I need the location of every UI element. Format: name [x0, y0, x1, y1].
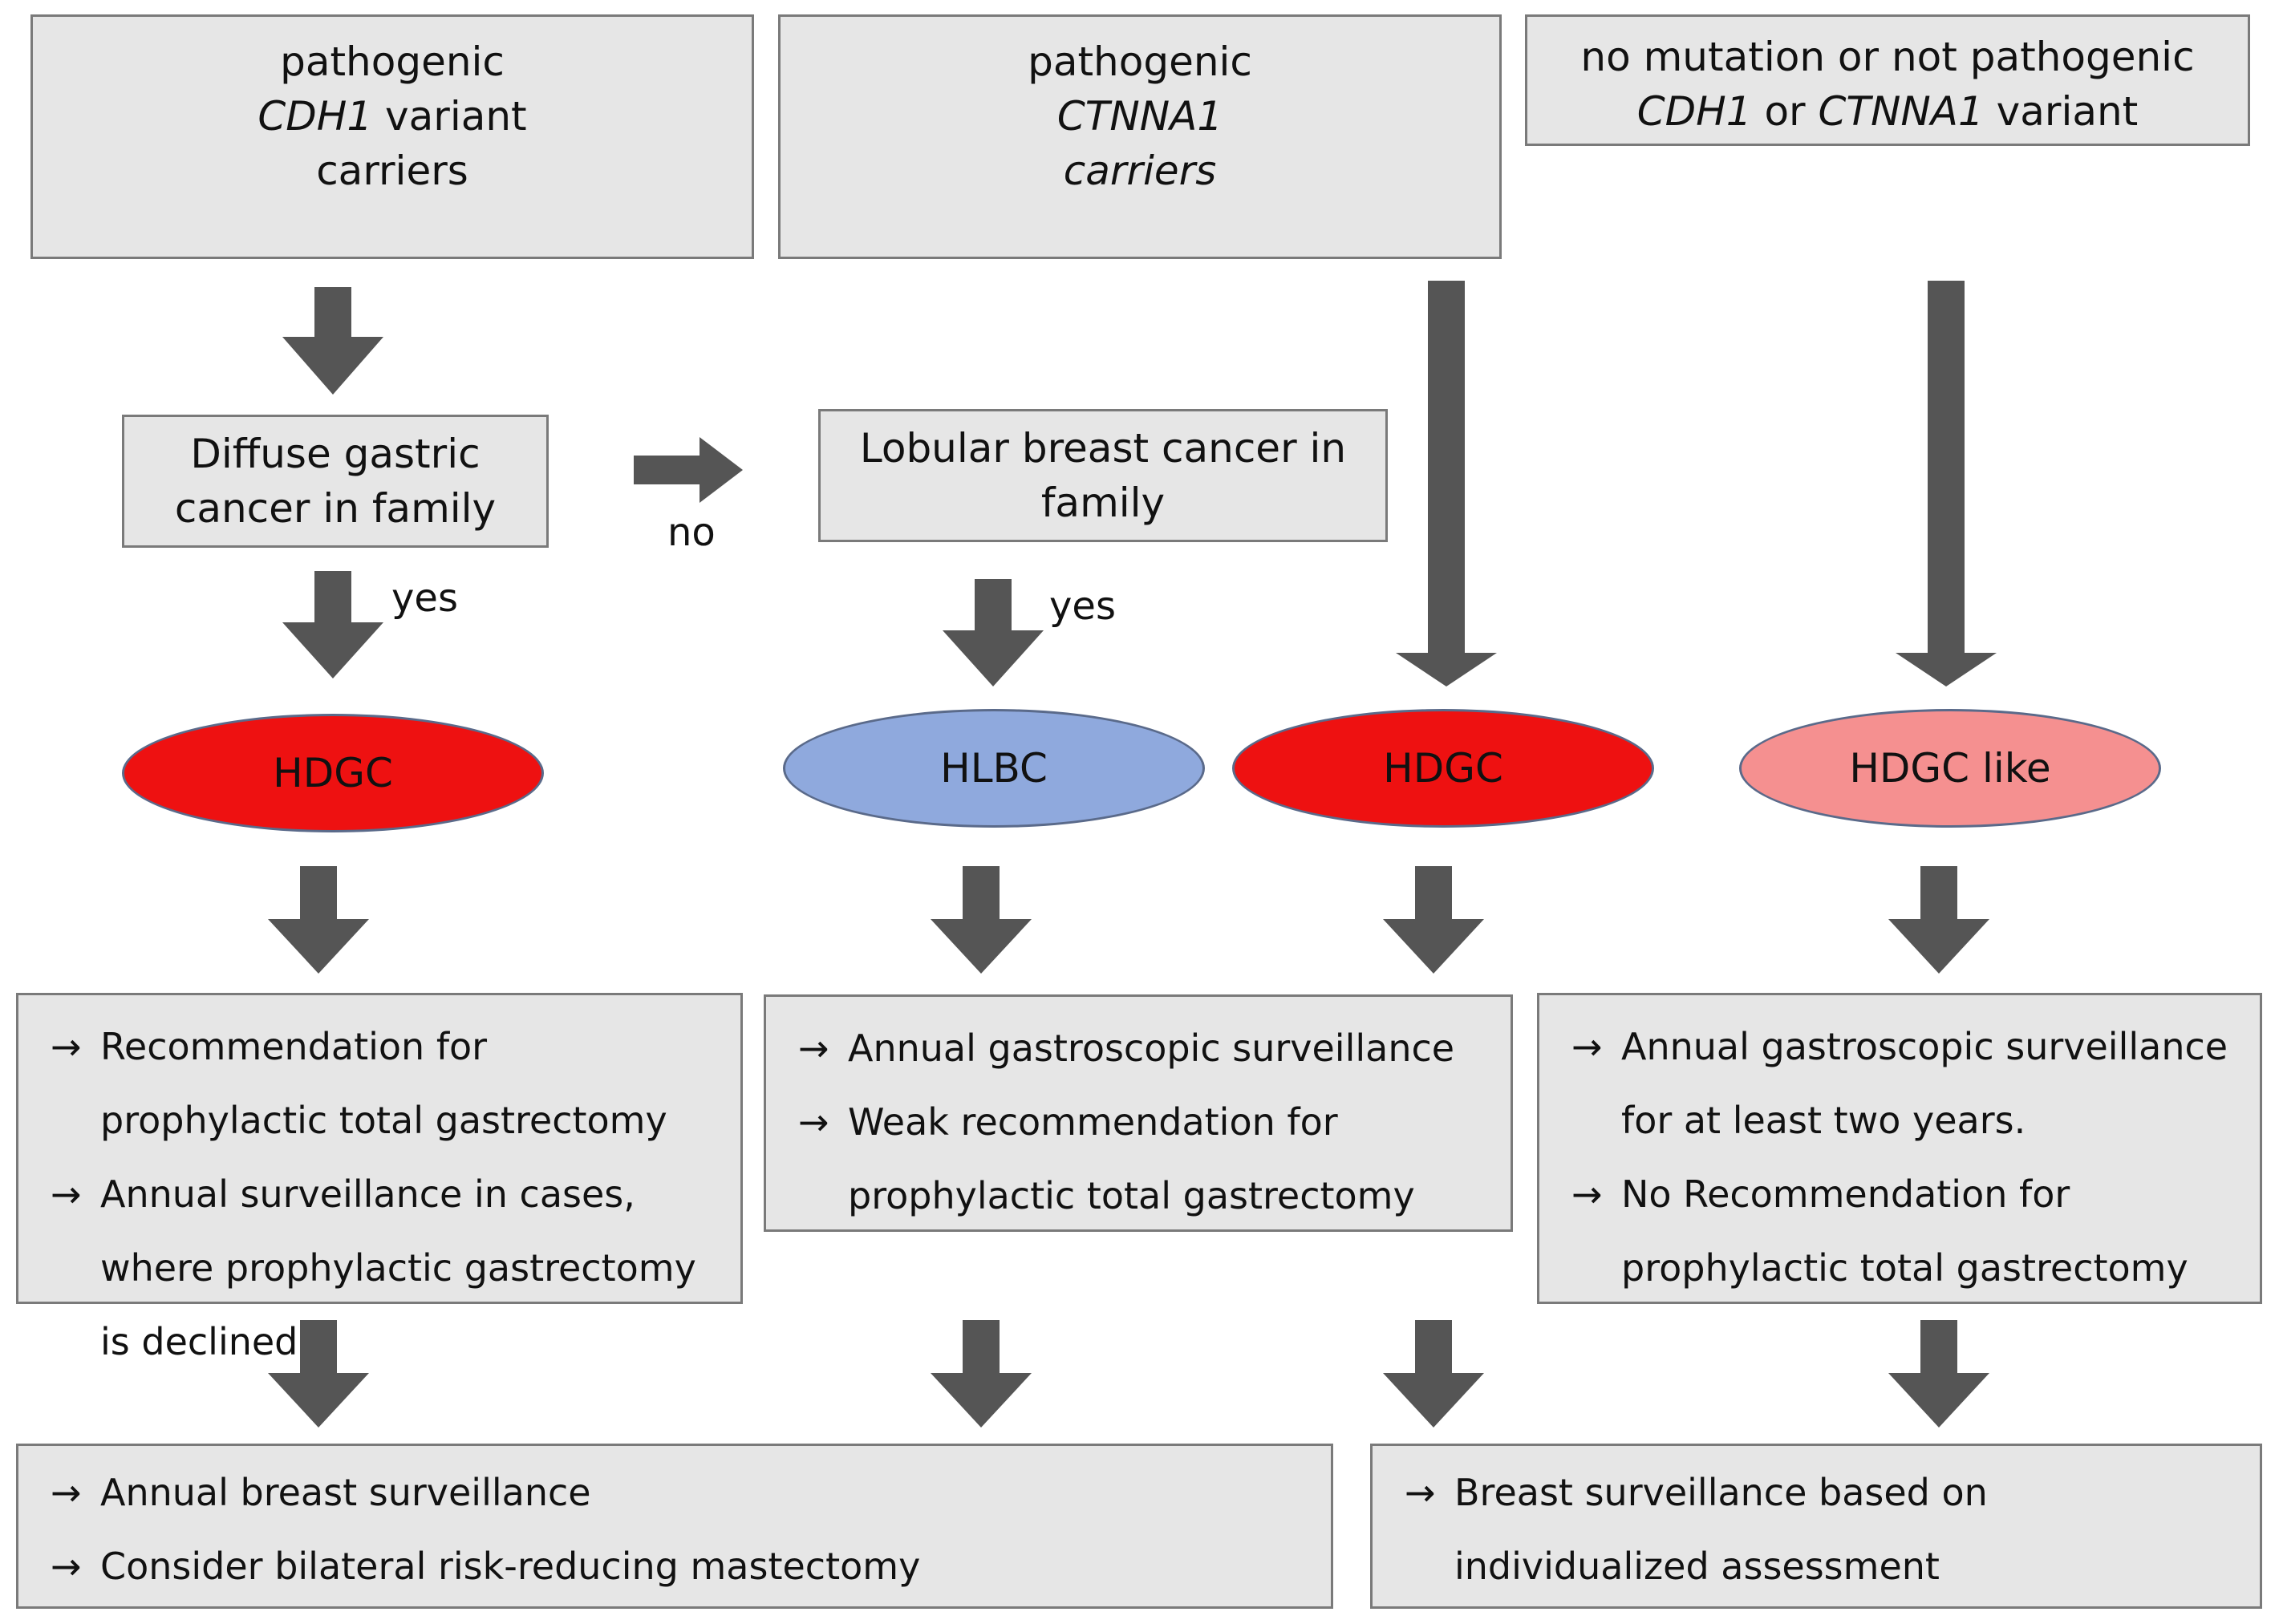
cdh1-line2: CDH1 variant: [258, 89, 526, 144]
no-mutation-cdh1: CDH1: [1636, 88, 1752, 135]
hdgc-like-label: HDGC like: [1849, 745, 2051, 792]
yes-label-left: yes: [391, 576, 458, 621]
list-item: → Annual surveillance in cases, where pr…: [51, 1157, 724, 1379]
recommendation-box-right: → Annual gastroscopic surveillance for a…: [1537, 993, 2262, 1304]
right-arrow-icon: →: [51, 1172, 82, 1216]
block-arrow-right-icon: [634, 437, 743, 503]
no-label: no: [667, 510, 716, 555]
recommendation-left-2: Annual surveillance in cases, where prop…: [100, 1172, 696, 1363]
recommendation-box-left: → Recommendation for prophylactic total …: [16, 993, 743, 1363]
recommendation-right-2: No Recommendation for prophylactic total…: [1621, 1172, 2188, 1290]
recommendation-left-1: Recommendation for prophylactic total ga…: [100, 1025, 667, 1142]
right-arrow-icon: →: [1571, 1025, 1603, 1068]
ctnna1-gene: CTNNA1: [1056, 93, 1223, 140]
list-item: → Annual gastroscopic surveillance for a…: [1571, 1010, 2244, 1157]
breast-right-1: Breast surveillance based on individuali…: [1454, 1471, 1988, 1588]
lobular-breast-label: Lobular breast cancer in family: [859, 425, 1347, 526]
diffuse-gastric-box: Diffuse gastric cancer in family: [122, 415, 549, 548]
list-item: → Recommendation for prophylactic total …: [51, 1010, 724, 1157]
lobular-breast-box: Lobular breast cancer in family: [818, 409, 1388, 542]
block-arrow-down-icon: [1383, 1320, 1484, 1428]
ctnna1-carriers-box: pathogenic CTNNA1 carriers: [778, 14, 1502, 259]
block-arrow-down-icon: [931, 866, 1032, 974]
right-arrow-icon: →: [51, 1025, 82, 1068]
ctnna1-carriers: carriers: [1063, 148, 1217, 194]
right-arrow-icon: →: [51, 1545, 82, 1588]
no-mutation-box: no mutation or not pathogenic CDH1 or CT…: [1525, 14, 2250, 146]
cdh1-line1: pathogenic: [280, 38, 505, 85]
cdh1-line3: carriers: [316, 148, 468, 194]
no-mutation-variant: variant: [1983, 88, 2139, 135]
block-arrow-down-icon: [1888, 1320, 1989, 1428]
no-mutation-line2: CDH1 or CTNNA1 variant: [1637, 84, 2139, 139]
block-arrow-down-icon: [943, 579, 1044, 686]
block-arrow-down-icon: [268, 866, 369, 974]
block-arrow-down-icon: [282, 287, 383, 395]
list-item: → Annual gastroscopic surveillance: [798, 1011, 1494, 1085]
no-mutation-line1: no mutation or not pathogenic: [1580, 34, 2195, 80]
list-item: → Annual breast surveillance: [51, 1456, 1315, 1529]
no-mutation-ctnna1: CTNNA1: [1818, 88, 1984, 135]
list-item: → Breast surveillance based on individua…: [1405, 1456, 2244, 1603]
block-arrow-down-icon: [1888, 866, 1989, 974]
cdh1-carriers-box: pathogenic CDH1 variant carriers: [30, 14, 754, 259]
hlbc-ellipse: HLBC: [783, 709, 1205, 828]
recommendation-middle-1: Annual gastroscopic surveillance: [848, 1027, 1455, 1070]
no-mutation-or: or: [1751, 88, 1819, 135]
recommendation-box-middle: → Annual gastroscopic surveillance → Wea…: [764, 994, 1513, 1232]
hdgc-middle-label: HDGC: [1383, 745, 1503, 792]
list-item: → Consider bilateral risk-reducing maste…: [51, 1529, 1315, 1603]
recommendation-right-1: Annual gastroscopic surveillance for at …: [1621, 1025, 2228, 1142]
block-arrow-down-icon: [1383, 866, 1484, 974]
hdgc-left-label: HDGC: [273, 750, 393, 796]
breast-left-1: Annual breast surveillance: [100, 1471, 591, 1514]
yes-label-middle: yes: [1049, 584, 1116, 629]
block-arrow-down-icon: [1896, 281, 1997, 686]
right-arrow-icon: →: [798, 1100, 829, 1144]
right-arrow-icon: →: [1571, 1172, 1603, 1216]
block-arrow-down-icon: [268, 1320, 369, 1428]
breast-left-2: Consider bilateral risk-reducing mastect…: [100, 1545, 921, 1588]
hdgc-like-ellipse: HDGC like: [1739, 709, 2161, 828]
ctnna1-line1: pathogenic: [1028, 38, 1252, 85]
list-item: → Weak recommendation for prophylactic t…: [798, 1085, 1494, 1233]
right-arrow-icon: →: [51, 1471, 82, 1514]
right-arrow-icon: →: [798, 1027, 829, 1070]
diffuse-gastric-label: Diffuse gastric cancer in family: [174, 431, 497, 532]
hdgc-middle-ellipse: HDGC: [1232, 709, 1654, 828]
block-arrow-down-icon: [282, 571, 383, 678]
cdh1-gene: CDH1: [258, 93, 373, 140]
block-arrow-down-icon: [1396, 281, 1497, 686]
hlbc-label: HLBC: [940, 745, 1048, 792]
hdgc-left-ellipse: HDGC: [122, 714, 544, 832]
breast-box-left: → Annual breast surveillance → Consider …: [16, 1444, 1333, 1609]
recommendation-middle-2: Weak recommendation for prophylactic tot…: [848, 1100, 1415, 1217]
right-arrow-icon: →: [1405, 1471, 1436, 1514]
block-arrow-down-icon: [931, 1320, 1032, 1428]
breast-box-right: → Breast surveillance based on individua…: [1370, 1444, 2262, 1609]
list-item: → No Recommendation for prophylactic tot…: [1571, 1157, 2244, 1305]
cdh1-variant: variant: [372, 93, 527, 140]
